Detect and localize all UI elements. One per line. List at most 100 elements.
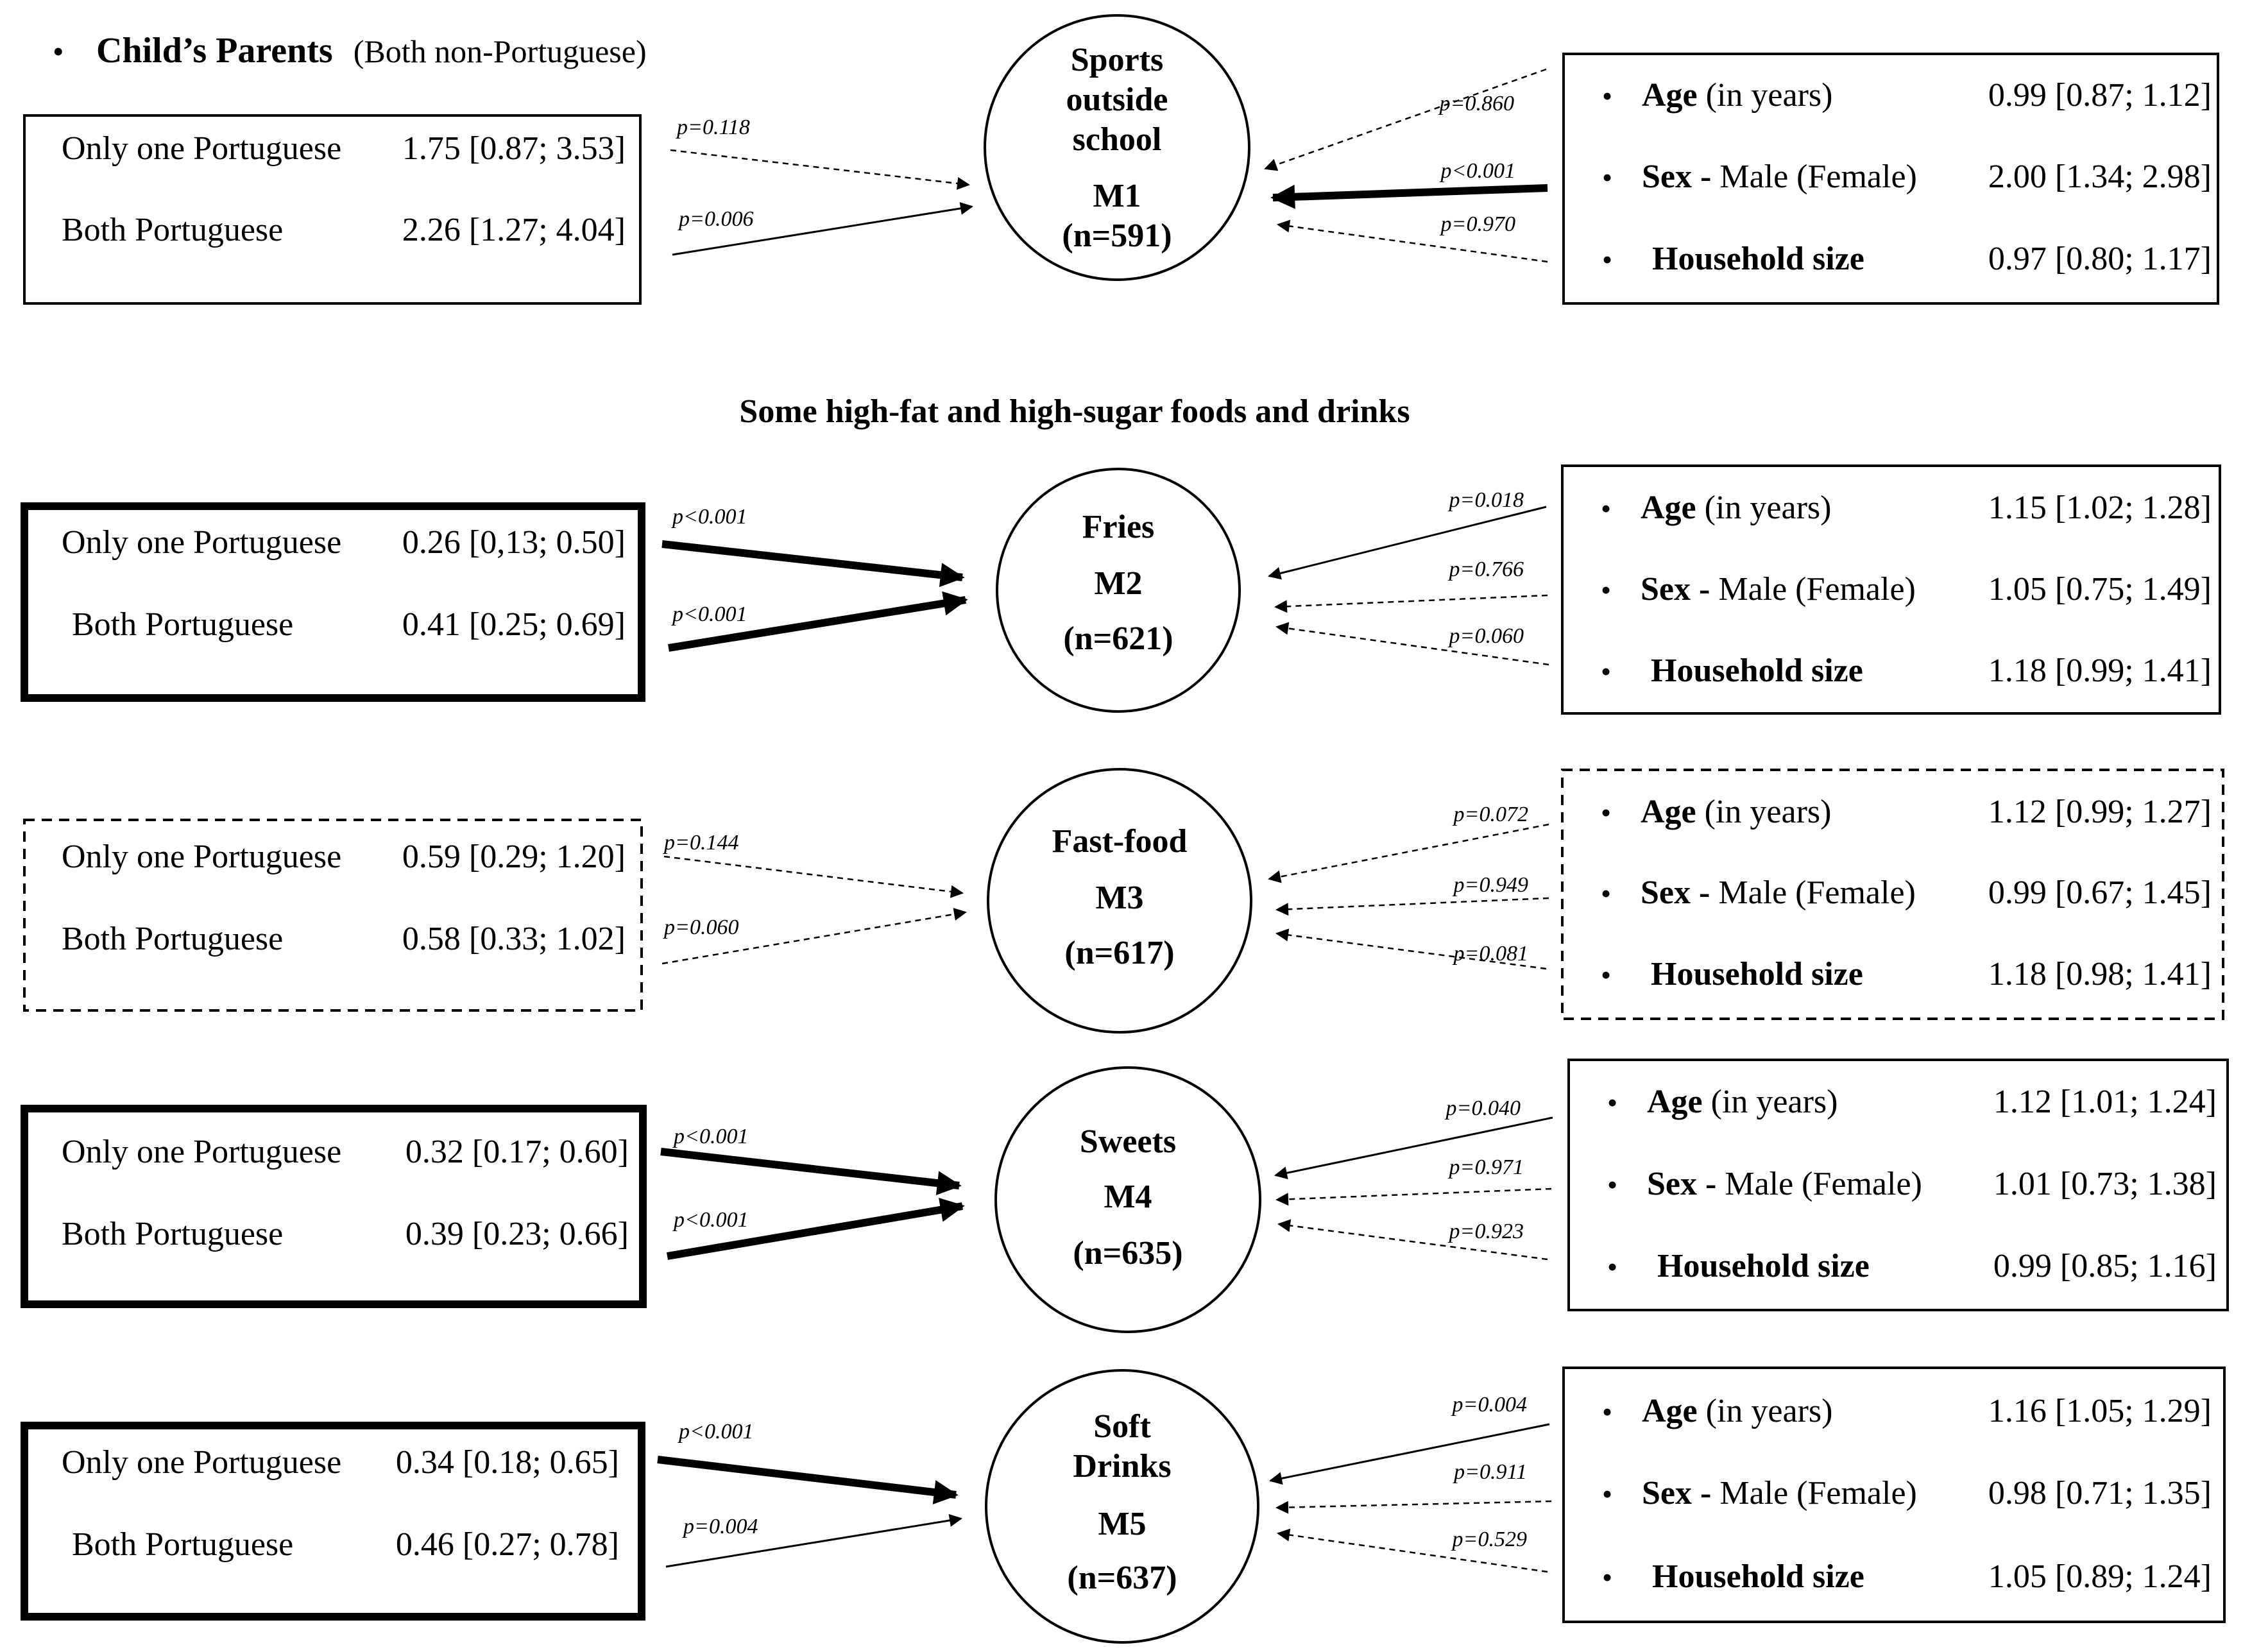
covariate-label-rest: (in years) [1698,77,1833,114]
covariate-label-bold: Age [1647,1084,1703,1120]
covariate-label: Age (in years) [1642,1393,1832,1429]
parents-arrow-p-label: p=0.060 [663,915,738,939]
parents-row-label: Both Portuguese [62,921,283,957]
model-node-label: Soft [1093,1408,1151,1445]
parents-row-value: 0.26 [0,13; 0.50] [402,524,626,561]
covariate-label-bold: Household size [1651,652,1863,689]
covariate-arrow [1277,1528,1548,1573]
parents-row-value: 0.58 [0.33; 1.02] [402,921,626,957]
covariate-value: 0.99 [0.87; 1.12] [1988,77,2212,114]
covariate-label-bold: Sex - [1641,874,1718,911]
parents-arrow [672,201,973,256]
covariate-arrow-p-label: p=0.970 [1440,212,1515,236]
covariate-value: 2.00 [1.34; 2.98] [1988,158,2212,195]
covariate-arrow-p-label: p=0.971 [1448,1155,1524,1179]
covariate-label: Sex - Male (Female) [1641,571,1916,608]
covariate-label-bold: Age [1641,794,1696,830]
section-heading: Some high-fat and high-sugar foods and d… [739,393,1410,430]
parents-row-label: Both Portuguese [62,1216,283,1252]
covariate-bullet: • [1601,958,1611,991]
covariate-bullet: • [1602,1395,1612,1428]
parents-arrow [661,540,965,588]
covariate-arrow [1274,594,1548,613]
covariate-value: 1.18 [0.98; 1.41] [1988,956,2212,992]
covariate-label-rest: (in years) [1696,794,1832,830]
covariate-bullet: • [1607,1168,1617,1201]
covariate-label: Age (in years) [1641,794,1831,830]
parents-arrow-p-label: p=0.118 [676,115,750,139]
covariate-value: 1.05 [0.89; 1.24] [1988,1558,2212,1595]
parents-box [23,819,643,1012]
covariate-arrow-p-label: p=0.004 [1451,1393,1527,1417]
model-node-label: (n=637) [1067,1560,1177,1596]
parents-row-value: 0.41 [0.25; 0.69] [402,606,626,643]
parents-row-label: Both Portuguese [72,1526,293,1563]
covariate-label-rest: (in years) [1703,1084,1838,1120]
covariate-arrow-p-label: p<0.001 [1440,159,1515,183]
covariate-value: 1.15 [1.02; 1.28] [1988,490,2212,526]
covariate-arrow [1269,1423,1550,1485]
covariate-label: Sex - Male (Female) [1642,1475,1917,1511]
covariate-label-bold: Age [1642,77,1698,114]
covariate-label: Sex - Male (Female) [1647,1166,1922,1202]
covariate-label: Household size [1651,956,1863,992]
parents-row-value: 0.34 [0.18; 0.65] [396,1444,619,1481]
covariate-label: Sex - Male (Female) [1641,874,1916,911]
covariate-value: 0.98 [0.71; 1.35] [1988,1475,2212,1511]
covariate-label: Age (in years) [1642,77,1832,114]
parents-row-label: Only one Portuguese [62,524,341,561]
parents-row-value: 1.75 [0.87; 3.53] [402,130,626,167]
covariate-bullet: • [1602,1477,1612,1510]
parents-arrow-p-label: p=0.004 [682,1515,758,1538]
parents-row-value: 0.39 [0.23; 0.66] [405,1216,629,1252]
covariate-arrow-p-label: p=0.018 [1448,488,1524,512]
covariate-label-bold: Sex - [1642,1475,1719,1511]
covariate-bullet: • [1607,1250,1617,1283]
covariate-bullet: • [1602,161,1612,194]
covariate-label: Age (in years) [1641,490,1831,526]
covariates-box [1562,1367,2226,1623]
header-bullet: • [53,33,64,69]
parents-arrow [663,855,964,898]
header: • Child’s Parents (Both non-Portuguese) [53,31,647,71]
model-node-label: M5 [1098,1506,1146,1542]
covariate-arrow-p-label: p=0.040 [1445,1096,1521,1120]
covariate-bullet: • [1601,796,1611,829]
covariate-label-bold: Age [1641,490,1696,526]
parents-arrow-p-label: p<0.001 [671,505,747,529]
parents-row-label: Only one Portuguese [62,1444,341,1481]
parents-arrow [666,1197,965,1260]
parents-row-label: Both Portuguese [72,606,293,643]
parents-arrow [668,591,968,652]
model-node-label: M3 [1095,880,1143,916]
covariate-bullet: • [1602,80,1612,112]
covariate-label-rest: Male (Female) [1725,1166,1922,1202]
covariate-arrow-p-label: p=0.060 [1448,624,1524,648]
parents-row-value: 0.32 [0.17; 0.60] [405,1134,629,1170]
covariate-label: Household size [1652,1558,1864,1595]
parents-row-label: Only one Portuguese [62,839,341,875]
covariate-value: 1.12 [0.99; 1.27] [1988,794,2212,830]
covariate-arrow [1275,1500,1552,1514]
covariate-arrow-p-label: p=0.081 [1453,942,1528,966]
covariate-label-rest: Male (Female) [1718,571,1916,608]
covariate-label: Household size [1652,241,1864,277]
parents-arrow [660,1148,962,1196]
covariates-box [1561,464,2221,715]
covariate-arrow [1264,68,1547,171]
covariate-label: Household size [1651,652,1863,689]
parents-box [21,502,645,702]
model-node-label: Fries [1082,509,1155,545]
model-node-label: outside [1066,81,1168,118]
covariate-value: 0.99 [0.67; 1.45] [1988,874,2212,911]
covariate-label-rest: Male (Female) [1719,158,1917,195]
covariate-label-rest: Male (Female) [1719,1475,1917,1511]
covariate-label: Age (in years) [1647,1084,1838,1120]
covariate-value: 1.12 [1.01; 1.24] [1993,1084,2217,1120]
model-node-label: (n=621) [1063,620,1173,657]
covariate-label-bold: Sex - [1641,571,1718,608]
covariate-bullet: • [1601,655,1611,688]
parents-arrow [657,1456,959,1504]
covariate-arrow-p-label: p=0.923 [1448,1220,1524,1243]
